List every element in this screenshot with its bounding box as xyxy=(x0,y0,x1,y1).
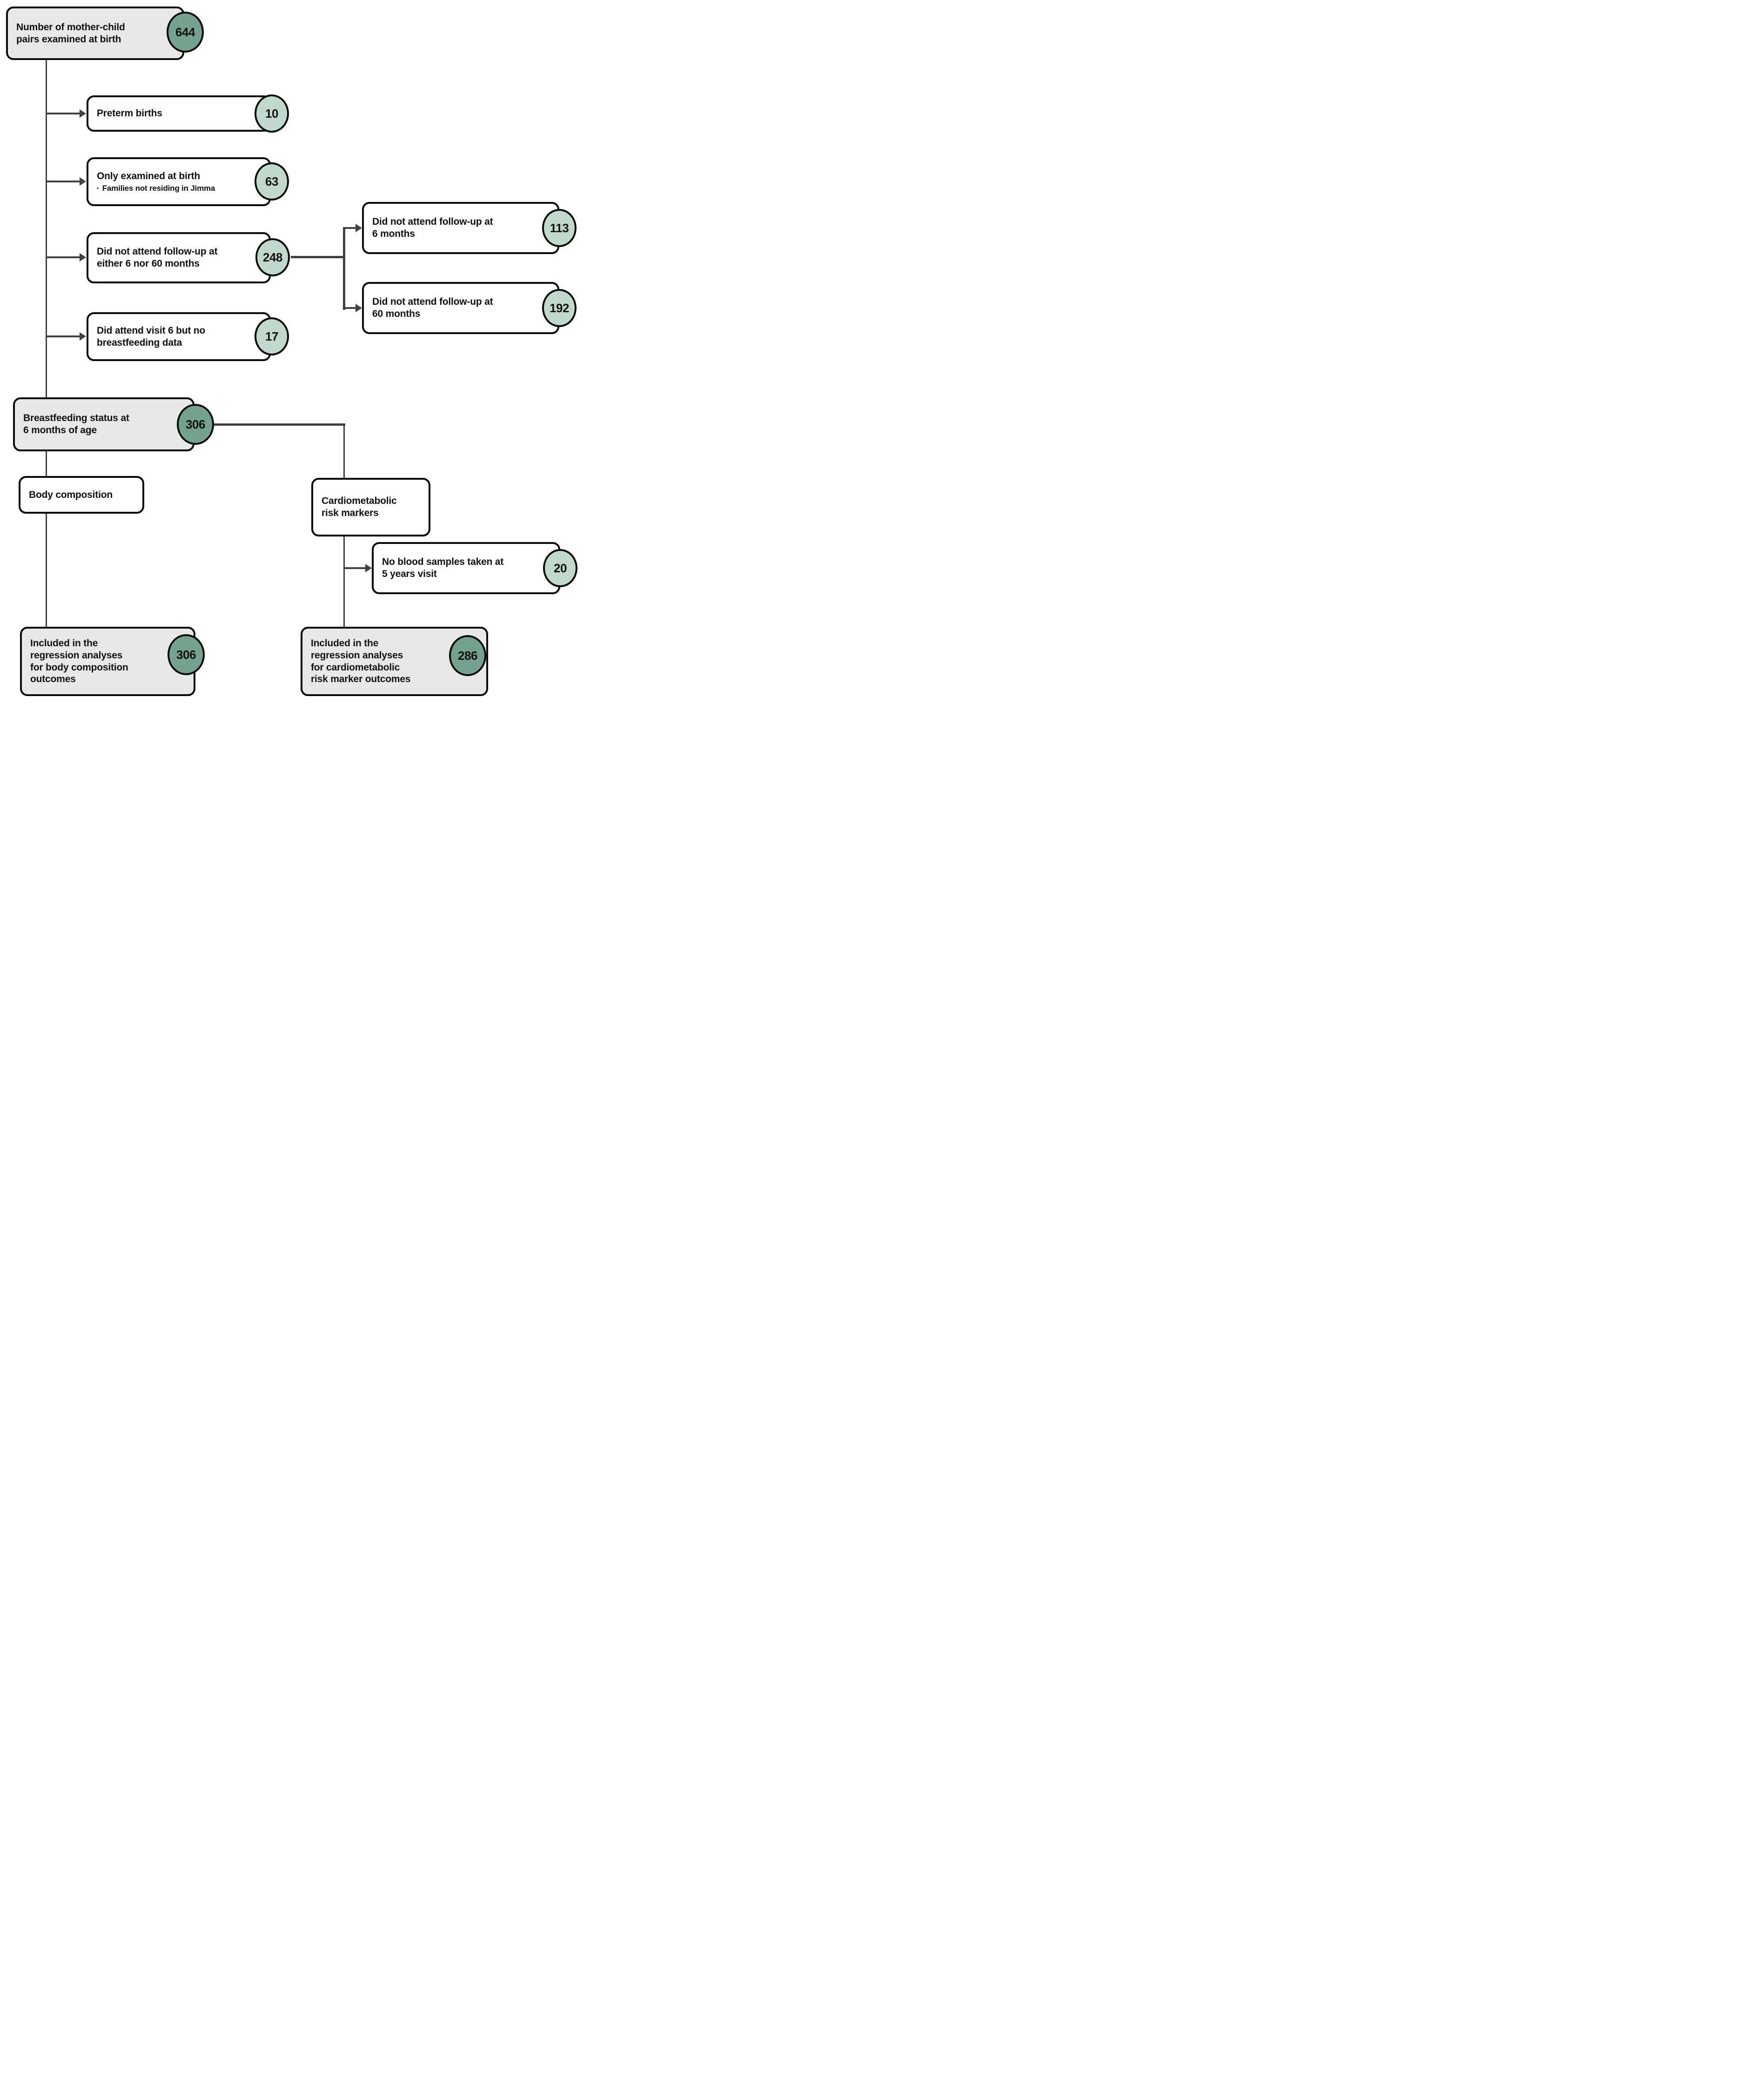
connector-stub-no-blood xyxy=(344,567,366,569)
badge-included-body-value: 306 xyxy=(176,647,196,662)
connector-248-branch-h xyxy=(291,256,345,258)
node-visit6-no-breastfeeding: Did attend visit 6 but no breastfeeding … xyxy=(87,312,271,361)
badge-no-blood: 20 xyxy=(543,549,577,587)
connector-stub-no-followup xyxy=(46,256,80,258)
badge-visit6-value: 17 xyxy=(265,329,278,343)
node-only-examined-label: Only examined at birth xyxy=(97,171,200,182)
connector-248-branch-v xyxy=(343,227,345,310)
node-visit6-no-breastfeeding-label: Did attend visit 6 but no breastfeeding … xyxy=(97,325,206,348)
badge-no-followup-6-60: 248 xyxy=(255,238,290,276)
node-no-followup-60-label: Did not attend follow-up at 60 months xyxy=(372,296,493,319)
node-no-followup-6-60: Did not attend follow-up at either 6 nor… xyxy=(87,232,271,283)
badge-no-followup-6-60-value: 248 xyxy=(263,250,282,264)
connector-trunk-bf-to-body xyxy=(46,451,47,476)
node-body-composition-label: Body composition xyxy=(29,489,113,500)
badge-preterm-value: 10 xyxy=(265,106,278,121)
node-no-followup-6-label: Did not attend follow-up at 6 months xyxy=(372,216,493,239)
arrowhead-visit6 xyxy=(80,332,86,341)
node-bf-status-6mo-label: Breastfeeding status at 6 months of age xyxy=(23,413,129,436)
node-examined-birth-label: Number of mother-child pairs examined at… xyxy=(16,21,125,45)
connector-cardio-to-included xyxy=(343,536,345,627)
badge-visit6: 17 xyxy=(255,317,289,355)
badge-preterm: 10 xyxy=(255,94,289,133)
connector-stub-no-followup-6 xyxy=(345,227,356,229)
node-only-examined-bullet-text: Families not residing in Jimma xyxy=(102,183,215,193)
badge-included-body: 306 xyxy=(168,634,205,675)
node-included-cardio-label: Included in the regression analyses for … xyxy=(311,638,411,685)
badge-included-cardio: 286 xyxy=(449,635,486,676)
participant-flow-diagram: Number of mother-child pairs examined at… xyxy=(0,0,588,699)
badge-no-followup-6-value: 113 xyxy=(550,221,569,235)
node-only-examined-at-birth: Only examined at birth ▪ Families not re… xyxy=(87,157,271,206)
node-no-followup-6: Did not attend follow-up at 6 months xyxy=(362,202,559,254)
badge-no-followup-60: 192 xyxy=(542,289,577,327)
bullet-icon: ▪ xyxy=(97,185,99,191)
badge-included-cardio-value: 286 xyxy=(458,648,477,663)
arrowhead-no-followup-60 xyxy=(355,304,362,312)
node-examined-birth: Number of mother-child pairs examined at… xyxy=(6,7,184,60)
connector-bf-branch-h xyxy=(214,423,345,426)
node-cardiometabolic: Cardiometabolic risk markers xyxy=(311,478,430,536)
node-only-examined-bullet-row: ▪ Families not residing in Jimma xyxy=(97,184,236,193)
arrowhead-no-blood xyxy=(365,564,372,572)
badge-no-followup-6: 113 xyxy=(542,209,577,247)
node-cardiometabolic-label: Cardiometabolic risk markers xyxy=(322,496,397,518)
connector-stub-only-birth xyxy=(46,181,80,182)
node-preterm-births-label: Preterm births xyxy=(97,108,162,119)
connector-stub-preterm xyxy=(46,113,80,114)
node-no-followup-60: Did not attend follow-up at 60 months xyxy=(362,282,559,334)
arrowhead-preterm xyxy=(80,109,86,118)
node-bf-status-6mo: Breastfeeding status at 6 months of age xyxy=(13,397,195,451)
node-body-composition: Body composition xyxy=(19,476,144,514)
badge-bf-status-value: 306 xyxy=(186,417,205,431)
arrowhead-only-birth xyxy=(80,177,86,186)
badge-only-examined: 63 xyxy=(255,162,289,201)
node-included-body: Included in the regression analyses for … xyxy=(20,627,195,696)
node-no-followup-6-60-label: Did not attend follow-up at either 6 nor… xyxy=(97,246,218,269)
connector-stub-visit6 xyxy=(46,335,80,337)
node-preterm-births: Preterm births xyxy=(87,95,271,132)
node-no-blood-samples-label: No blood samples taken at 5 years visit xyxy=(382,556,504,579)
badge-no-blood-value: 20 xyxy=(554,561,567,575)
badge-no-followup-60-value: 192 xyxy=(550,301,569,315)
arrowhead-no-followup xyxy=(80,253,86,261)
node-no-blood-samples: No blood samples taken at 5 years visit xyxy=(372,542,560,594)
arrowhead-no-followup-6 xyxy=(355,224,362,232)
badge-examined-birth: 644 xyxy=(167,12,204,53)
connector-trunk-body-to-included xyxy=(46,514,47,627)
badge-examined-birth-value: 644 xyxy=(175,25,195,39)
connector-trunk-main xyxy=(46,60,47,397)
connector-stub-no-followup-60 xyxy=(345,307,356,309)
badge-bf-status: 306 xyxy=(177,404,214,445)
connector-bf-branch-v xyxy=(343,424,345,478)
badge-only-examined-value: 63 xyxy=(265,174,278,188)
node-included-body-label: Included in the regression analyses for … xyxy=(30,638,128,685)
